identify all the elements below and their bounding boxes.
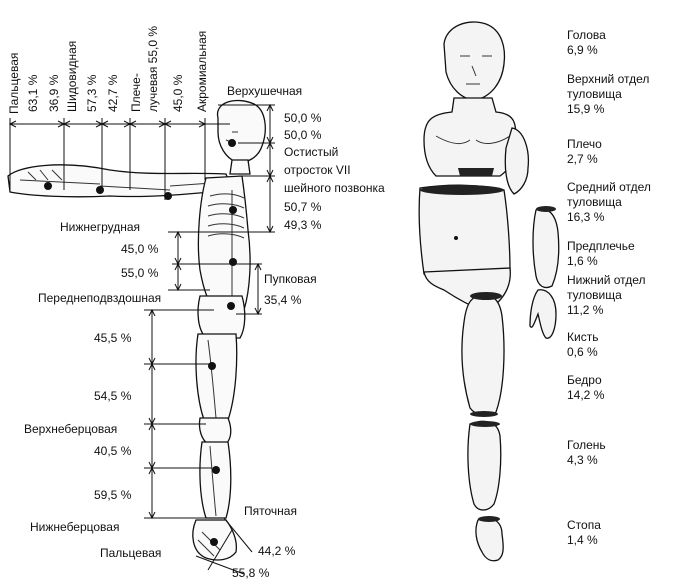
segment-middle-trunk-shape <box>419 185 510 274</box>
segment-head-name: Голова <box>567 28 606 43</box>
label-pct-45-0-mid: 45,0 % <box>121 242 158 256</box>
segment-lower-trunk-line1: Нижний отдел <box>567 273 646 288</box>
label-pct-40-5: 40,5 % <box>94 444 131 458</box>
label-humeral: Плече- <box>130 73 143 112</box>
segment-thigh-name: Бедро <box>567 373 604 388</box>
label-upper-tibial: Верхнеберцовая <box>24 422 117 436</box>
label-pct-42-7: 42,7 % <box>107 75 120 112</box>
label-pct-54-5: 54,5 % <box>94 389 131 403</box>
left-figure-skeleton <box>8 100 265 560</box>
label-pct-55-8: 55,8 % <box>232 566 269 580</box>
label-toe: Пальцевая <box>100 546 161 560</box>
label-pct-55-0: 55,0 % <box>121 266 158 280</box>
label-lower-tibial: Нижнеберцовая <box>30 520 119 534</box>
segment-hand-shape <box>530 290 556 338</box>
segment-upper-arm-shape <box>505 128 528 194</box>
label-pct-49-3: 49,3 % <box>284 218 321 232</box>
segment-forearm-shape <box>533 209 559 288</box>
label-pct-50-7: 50,7 % <box>284 200 321 214</box>
label-pct-63-1: 63,1 % <box>27 75 40 112</box>
label-finger-top: Пальцевая <box>8 53 21 114</box>
segment-thigh: Бедро 14,2 % <box>567 373 604 403</box>
segment-hand: Кисть 0,6 % <box>567 330 598 360</box>
segment-middle-trunk: Средний отдел туловища 16,3 % <box>567 180 651 225</box>
label-pubic: Пупковая <box>264 272 317 286</box>
segment-shank-shape <box>468 421 501 510</box>
label-acromial: Акромиальная <box>196 31 209 112</box>
segment-head-pct: 6,9 % <box>567 43 606 58</box>
label-pct-45-0-top: 45,0 % <box>172 75 185 112</box>
segment-shank-pct: 4,3 % <box>567 453 606 468</box>
segment-forearm-name: Предплечье <box>567 239 635 254</box>
label-spinous-3: шейного позвонка <box>284 181 385 195</box>
label-vertex: Верхушечная <box>227 84 302 98</box>
label-radial: лучевая 55,0 % <box>147 26 160 112</box>
segment-upper-trunk-line1: Верхний отдел <box>567 72 649 87</box>
segment-foot-name: Стопа <box>567 518 601 533</box>
segment-upper-trunk-line2: туловища <box>567 87 649 102</box>
segment-forearm: Предплечье 1,6 % <box>567 239 635 269</box>
segment-shank: Голень 4,3 % <box>567 438 606 468</box>
right-figure-segments <box>419 22 559 561</box>
segment-upper-trunk: Верхний отдел туловища 15,9 % <box>567 72 649 117</box>
label-lower-thoracic: Нижнегрудная <box>60 220 140 234</box>
segment-thigh-shape <box>462 295 504 415</box>
segment-thigh-pct: 14,2 % <box>567 388 604 403</box>
label-spinous-1: Остистый <box>284 145 338 159</box>
segment-middle-trunk-line1: Средний отдел <box>567 180 651 195</box>
label-pct-36-9: 36,9 % <box>48 75 61 112</box>
label-pct-35-4: 35,4 % <box>264 293 301 307</box>
label-pct-57-3: 57,3 % <box>86 75 99 112</box>
label-iliac: Переднеподвздошная <box>38 291 161 305</box>
segment-forearm-pct: 1,6 % <box>567 254 635 269</box>
label-pct-50-0-a: 50,0 % <box>284 111 321 125</box>
label-pct-45-5: 45,5 % <box>94 331 131 345</box>
segment-lower-trunk: Нижний отдел туловища 11,2 % <box>567 273 646 318</box>
segment-head-shape <box>444 22 504 100</box>
label-heel: Пяточная <box>244 504 297 518</box>
segment-middle-trunk-line2: туловища <box>567 195 651 210</box>
segment-foot: Стопа 1,4 % <box>567 518 601 548</box>
segment-upper-arm: Плечо 2,7 % <box>567 137 602 167</box>
segment-upper-trunk-pct: 15,9 % <box>567 102 649 117</box>
segment-shank-name: Голень <box>567 438 606 453</box>
segment-upper-arm-pct: 2,7 % <box>567 152 602 167</box>
segment-lower-trunk-line2: туловища <box>567 288 646 303</box>
segment-hand-pct: 0,6 % <box>567 345 598 360</box>
label-pct-44-2: 44,2 % <box>258 544 295 558</box>
label-pct-50-0-b: 50,0 % <box>284 128 321 142</box>
segment-foot-pct: 1,4 % <box>567 533 601 548</box>
segment-foot-shape <box>476 518 503 561</box>
label-spinous-2: отросток VII <box>284 163 351 177</box>
label-pct-59-5: 59,5 % <box>94 488 131 502</box>
segment-upper-arm-name: Плечо <box>567 137 602 152</box>
segment-middle-trunk-pct: 16,3 % <box>567 210 651 225</box>
segment-head: Голова 6,9 % <box>567 28 606 58</box>
segment-lower-trunk-pct: 11,2 % <box>567 303 646 318</box>
segment-hand-name: Кисть <box>567 330 598 345</box>
label-styloid: Шидовидная <box>66 41 79 112</box>
